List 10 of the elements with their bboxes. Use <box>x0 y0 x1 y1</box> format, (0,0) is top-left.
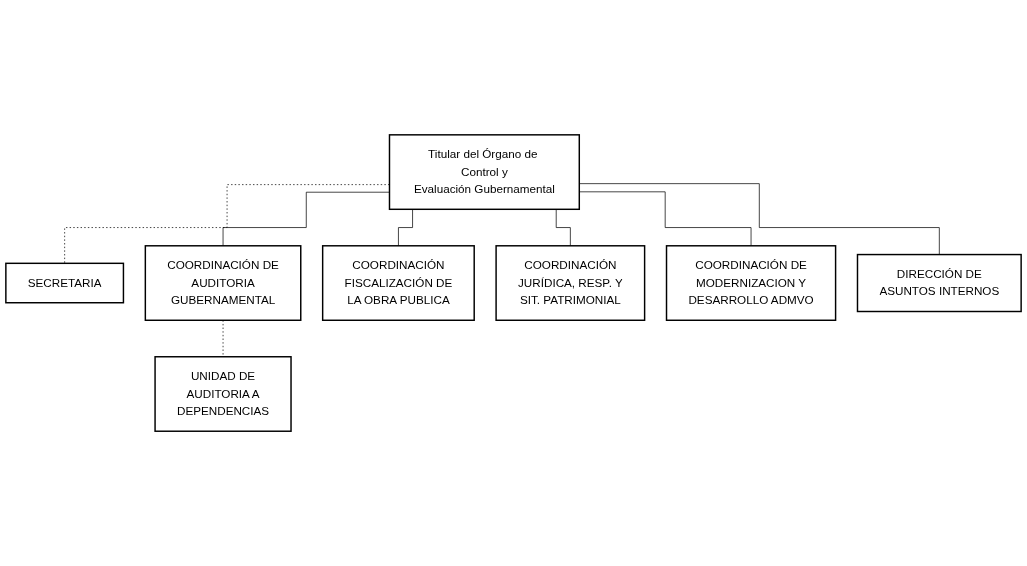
connector <box>222 191 390 247</box>
node-box: COORDINACIÓN JURÍDICA, RESP. Y SIT. PATRIMONIAL <box>495 245 646 321</box>
node-box: UNIDAD DE AUDITORIA A DEPENDENCIAS <box>154 356 292 432</box>
connector <box>64 184 390 264</box>
node-box: COORDINACIÓN DE AUDITORIA GUBERNAMENTAL <box>144 245 302 321</box>
node-box: COORDINACIÓN FISCALIZACIÓN DE LA OBRA PUBLICA <box>321 245 475 321</box>
node-box: SECRETARIA <box>5 262 125 304</box>
node-box: COORDINACIÓN DE MODERNIZACION Y DESARROLLO ADMVO <box>665 245 837 321</box>
node-box: Titular del Órgano de Control y Evaluación Gubernamental <box>388 134 580 210</box>
node-box: DIRECCIÓN DE ASUNTOS INTERNOS <box>856 253 1022 313</box>
